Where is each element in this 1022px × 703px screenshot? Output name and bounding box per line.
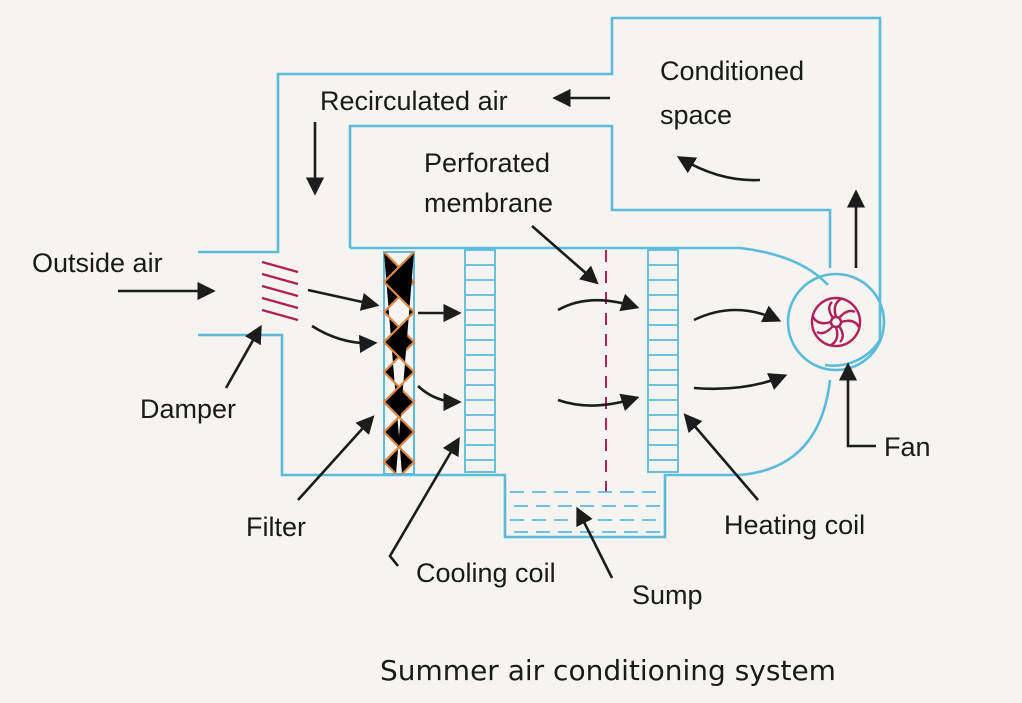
outer-duct-lower <box>198 333 832 539</box>
duct-outline <box>198 16 886 539</box>
sump-leader <box>576 506 614 579</box>
label-filter: Filter <box>246 512 306 542</box>
filter-icon <box>382 251 416 475</box>
membrane-leader <box>531 225 599 285</box>
membrane-arrow-2 <box>557 393 640 412</box>
cooling-coil-icon <box>464 249 496 473</box>
coil-to-fan-arrow-1 <box>693 305 782 323</box>
cooling-coil-leader <box>388 436 460 567</box>
airflow-arrows <box>118 88 866 412</box>
label-recirculated-air: Recirculated air <box>320 86 508 116</box>
label-cooling-coil: Cooling coil <box>416 558 556 588</box>
conditioned-return-arrow <box>676 156 761 182</box>
label-sump: Sump <box>632 580 703 610</box>
label-conditioned-space-1: Conditioned <box>660 56 804 86</box>
filter-leader <box>297 415 375 501</box>
filter-to-coil-arrow-2 <box>417 385 462 412</box>
heating-coil-icon <box>647 249 679 473</box>
label-perforated-membrane-1: Perforated <box>424 148 550 178</box>
damper-leader <box>224 324 262 389</box>
inner-supply-duct <box>350 246 829 286</box>
label-heating-coil: Heating coil <box>724 510 865 540</box>
label-outside-air: Outside air <box>32 248 163 278</box>
label-damper: Damper <box>140 394 236 424</box>
fan-leader <box>838 362 876 448</box>
inner-return-duct <box>348 124 832 268</box>
label-perforated-membrane-2: membrane <box>424 188 553 218</box>
label-fan: Fan <box>884 432 931 462</box>
coil-to-fan-arrow-2 <box>693 373 788 391</box>
labels: Outside air Recirculated air Conditioned… <box>32 56 931 687</box>
heating-coil-leader <box>683 413 759 501</box>
label-leaders <box>224 225 876 579</box>
fan-housing <box>786 272 886 372</box>
diagram-caption: Summer air conditioning system <box>380 654 836 687</box>
damper-to-filter-arrow-1 <box>307 288 380 311</box>
damper-to-filter-arrow-2 <box>311 324 378 353</box>
damper-icon <box>261 260 299 322</box>
fan-icon <box>810 296 862 348</box>
label-conditioned-space-2: space <box>660 100 732 130</box>
outer-duct-upper <box>198 16 882 367</box>
membrane-arrow-1 <box>557 293 640 312</box>
